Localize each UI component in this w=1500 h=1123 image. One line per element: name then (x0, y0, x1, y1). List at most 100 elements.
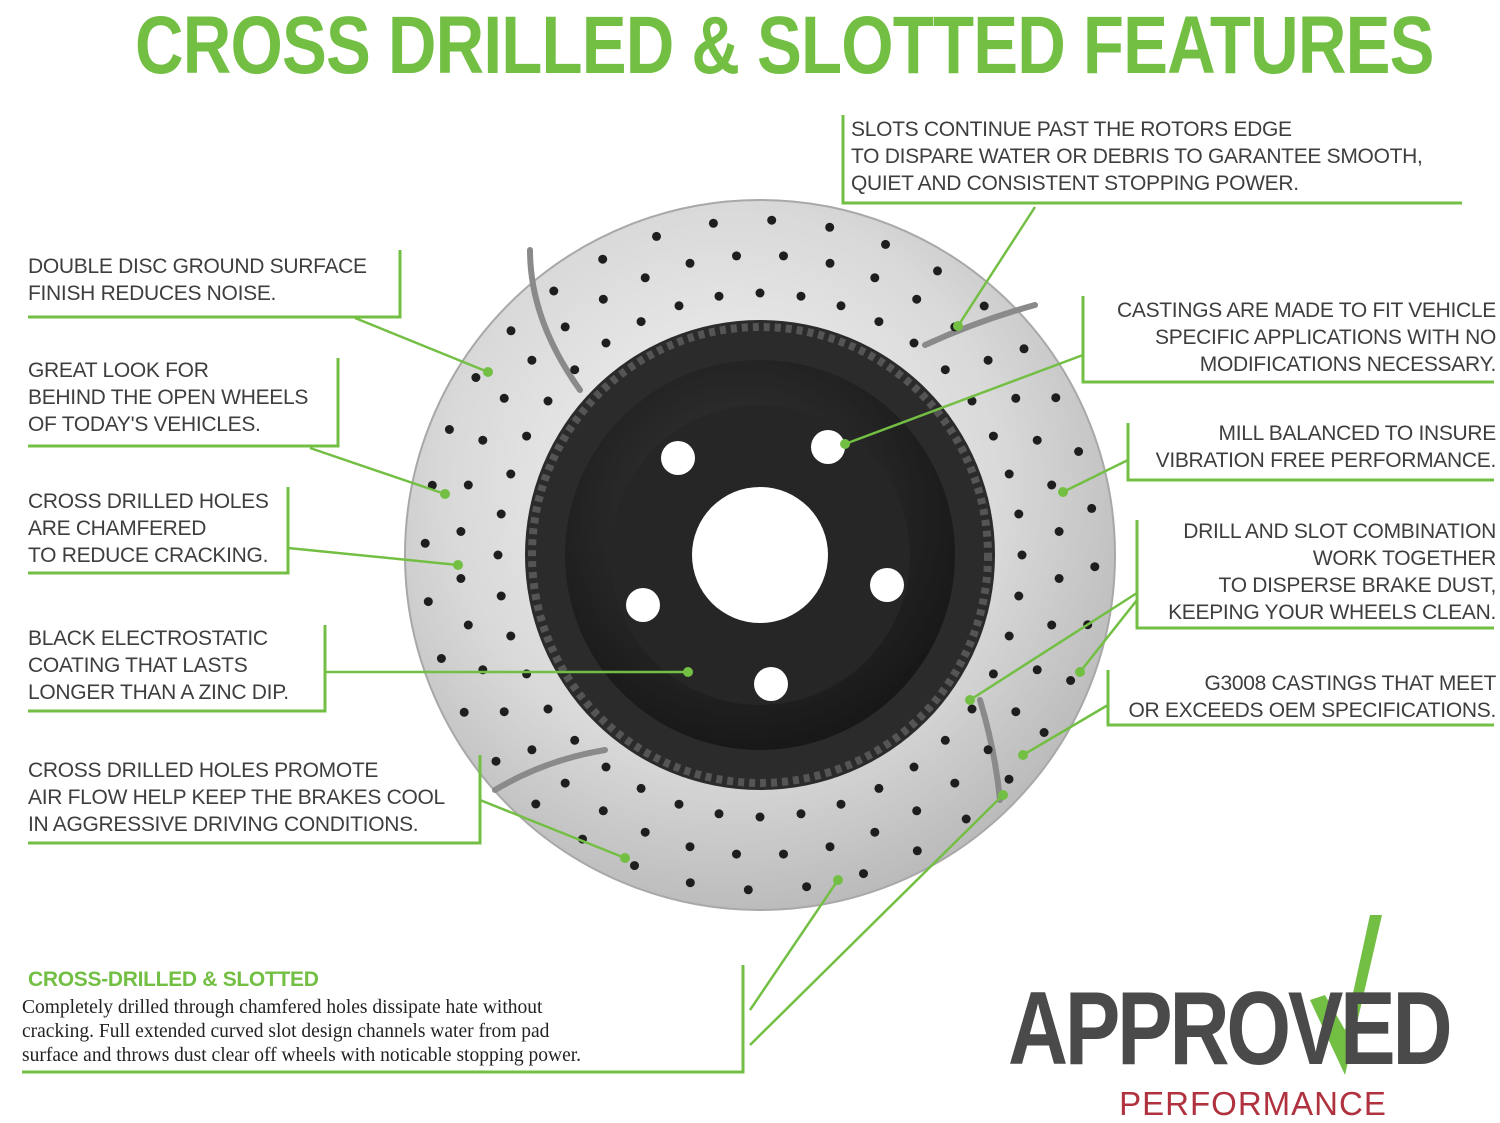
drilled-hole (1004, 774, 1014, 784)
drilled-hole (640, 827, 650, 837)
drilled-hole (570, 735, 580, 745)
drilled-hole (743, 885, 753, 895)
lug-hole (811, 430, 845, 464)
drilled-hole (1004, 631, 1014, 641)
drilled-hole (1074, 447, 1084, 456)
drilled-hole (1032, 665, 1042, 675)
callout-castings-fit: CASTINGS ARE MADE TO FIT VEHICLE SPECIFI… (1117, 299, 1496, 376)
drilled-hole (652, 231, 661, 241)
drilled-hole (543, 396, 553, 406)
drilled-hole (933, 266, 942, 276)
drilled-hole (1039, 728, 1049, 737)
drilled-hole (1004, 469, 1014, 479)
callout-great-look: GREAT LOOK FOR BEHIND THE OPEN WHEELS OF… (28, 359, 309, 436)
callout-coating: BLACK ELECTROSTATIC COATING THAT LASTS L… (28, 627, 289, 704)
drilled-hole (950, 778, 960, 788)
drilled-hole (881, 239, 890, 249)
drilled-hole (601, 762, 611, 772)
drilled-hole (549, 286, 559, 296)
drilled-hole (522, 431, 532, 441)
drilled-hole (909, 762, 919, 772)
drilled-hole (478, 435, 488, 445)
drilled-hole (912, 846, 922, 856)
drilled-hole (636, 783, 646, 793)
drilled-hole (874, 317, 884, 327)
drilled-hole (1047, 620, 1057, 630)
drilled-hole (423, 597, 433, 607)
drilled-hole (491, 756, 501, 766)
drilled-hole (531, 799, 541, 809)
drilled-hole (1054, 574, 1064, 583)
drilled-hole (836, 301, 846, 311)
drilled-hole (708, 218, 718, 228)
bottom-description: Completely drilled through chamfered hol… (22, 997, 582, 1066)
drilled-hole (1032, 435, 1042, 445)
drilled-hole (598, 294, 608, 304)
lug-hole (754, 667, 788, 701)
drilled-hole (1054, 527, 1064, 536)
callout-drill-slot: DRILL AND SLOT COMBINATION WORK TOGETHER… (1168, 520, 1496, 624)
drilled-hole (570, 365, 580, 375)
drilled-hole (598, 254, 608, 264)
callout-slots-edge: SLOTS CONTINUE PAST THE ROTORS EDGE TO D… (851, 118, 1423, 195)
lug-hole (661, 441, 695, 475)
drilled-hole (527, 745, 537, 755)
drilled-hole (825, 222, 835, 232)
drilled-hole (836, 799, 846, 809)
rotor-slot (492, 747, 608, 793)
logo-check-icon (1310, 915, 1382, 1075)
drilled-hole (714, 809, 724, 819)
drilled-hole (940, 735, 950, 745)
callout-air-flow: CROSS DRILLED HOLES PROMOTE AIR FLOW HEL… (28, 759, 445, 836)
drilled-hole (527, 355, 537, 365)
drilled-hole (825, 842, 835, 852)
drilled-hole (983, 745, 993, 755)
drilled-hole (767, 215, 777, 225)
drilled-hole (496, 509, 506, 519)
drilled-hole (870, 827, 880, 837)
drilled-hole (1047, 480, 1057, 490)
drilled-hole (640, 273, 650, 283)
drilled-hole (427, 480, 437, 490)
drilled-hole (493, 550, 503, 560)
drilled-hole (1066, 676, 1076, 685)
callout-mill-balanced: MILL BALANCED TO INSURE VIBRATION FREE P… (1155, 422, 1497, 472)
drilled-hole (983, 355, 993, 365)
drilled-hole (1090, 562, 1100, 572)
drilled-hole (979, 301, 989, 311)
rotor-slot (527, 247, 583, 393)
drilled-hole (685, 878, 695, 888)
drilled-hole (506, 469, 516, 479)
drilled-hole (499, 393, 509, 403)
drilled-hole (674, 301, 684, 311)
drilled-hole (456, 527, 466, 536)
drilled-holes (420, 215, 1100, 895)
drilled-hole (714, 291, 724, 301)
lug-hole (626, 588, 660, 622)
drilled-hole (456, 574, 466, 583)
drilled-hole (444, 425, 454, 434)
drilled-hole (560, 778, 570, 788)
drilled-hole (674, 799, 684, 809)
drilled-hole (506, 326, 516, 336)
drilled-hole (755, 812, 765, 822)
drilled-hole (630, 861, 639, 871)
drilled-hole (1011, 393, 1021, 403)
drilled-hole (961, 814, 971, 824)
bottom-heading: CROSS-DRILLED & SLOTTED (28, 968, 319, 991)
drilled-hole (988, 669, 998, 679)
drilled-hole (436, 654, 446, 663)
callout-g3008: G3008 CASTINGS THAT MEET OR EXCEEDS OEM … (1128, 672, 1496, 722)
drilled-hole (912, 294, 922, 304)
drilled-hole (859, 869, 868, 879)
drilled-hole (471, 373, 481, 382)
drilled-hole (1051, 393, 1061, 403)
drilled-hole (870, 273, 880, 283)
rotor-slot (922, 302, 1038, 348)
drilled-hole (496, 591, 506, 601)
drilled-hole (499, 707, 509, 717)
drilled-hole (967, 704, 977, 714)
drilled-hole (796, 809, 806, 819)
drilled-hole (459, 707, 469, 717)
